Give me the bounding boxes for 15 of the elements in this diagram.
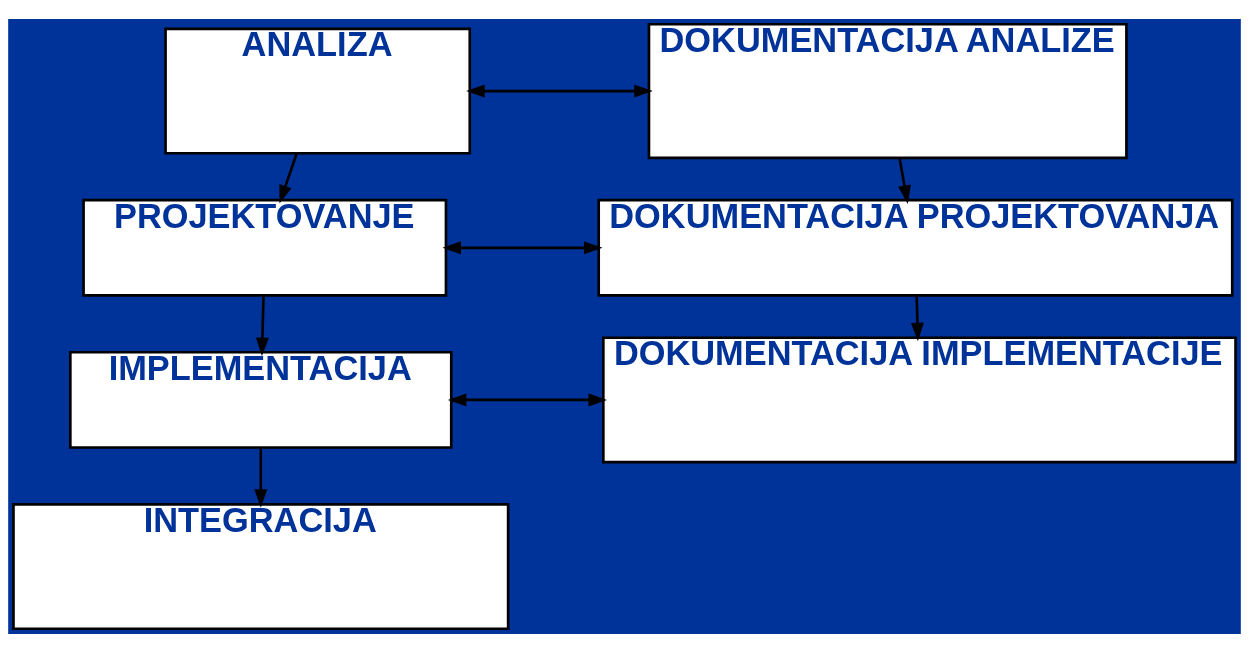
arrow [255,295,269,356]
node-box: ANALIZA [164,27,472,155]
node-box: DOKUMENTACIJA ANALIZE [647,22,1128,159]
node-box: PROJEKTOVANJE [82,198,448,297]
arrow [279,152,298,204]
arrow [466,84,653,98]
node-box: IMPLEMENTACIJA [69,350,453,449]
arrow [910,295,924,341]
arrow [447,392,607,406]
arrow [442,240,603,254]
arrow [898,157,911,204]
arrow [254,447,268,508]
node-box: DOKUMENTACIJA IMPLEMENTACIJE [602,335,1237,463]
node-box: INTEGRACIJA [12,502,510,630]
node-box: DOKUMENTACIJA PROJEKTOVANJA [597,198,1234,297]
